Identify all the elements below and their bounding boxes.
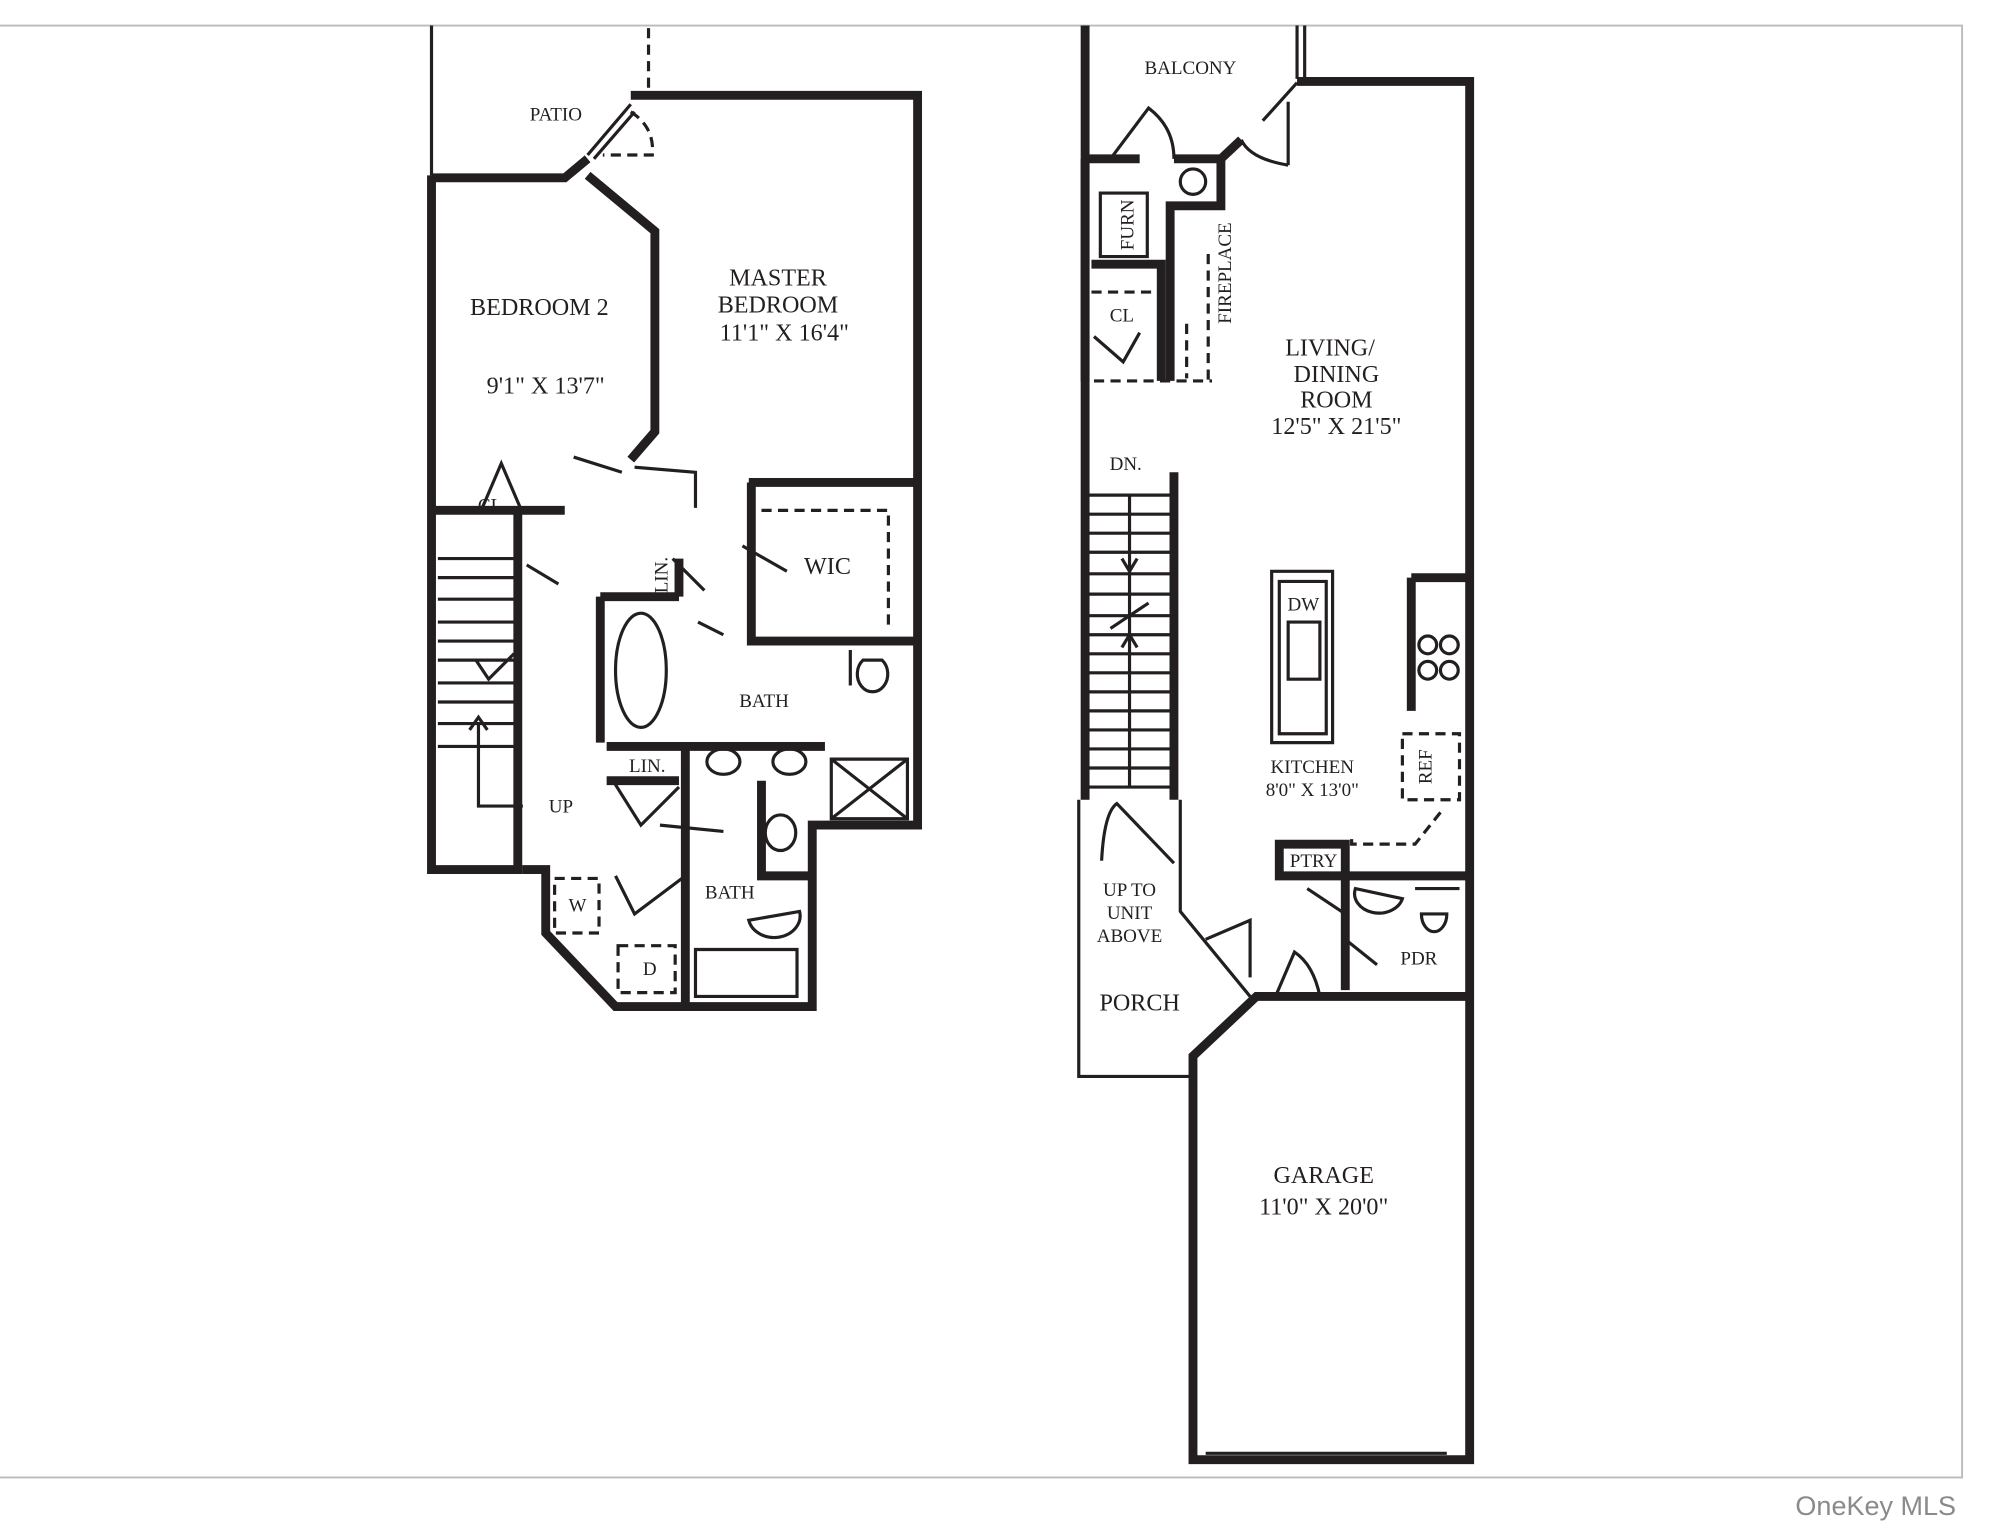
bedroom2-label: BEDROOM 2 — [470, 295, 609, 321]
up-to-unit-label-1: UP TO — [1103, 880, 1156, 901]
up-to-unit-label-3: ABOVE — [1097, 926, 1163, 947]
wic-label: WIC — [804, 554, 851, 580]
porch-label: PORCH — [1099, 990, 1179, 1016]
bath-label-2: BATH — [705, 883, 755, 904]
balcony-label: BALCONY — [1144, 58, 1236, 79]
up-to-unit-label-2: UNIT — [1107, 903, 1153, 924]
garage-label: GARAGE — [1273, 1163, 1373, 1189]
master-bedroom-label-2: BEDROOM — [718, 292, 839, 318]
living-label-2: DINING — [1294, 362, 1380, 388]
linen-label-2: LIN. — [629, 756, 665, 777]
bedroom2-size: 9'1" X 13'7" — [487, 374, 605, 400]
kitchen-label: KITCHEN — [1271, 757, 1355, 778]
kitchen-size: 8'0" X 13'0" — [1266, 780, 1359, 801]
living-label-3: ROOM — [1300, 388, 1372, 414]
watermark: OneKey MLS — [1795, 1491, 1956, 1521]
upper-level-plan — [427, 25, 923, 1012]
dishwasher-label: DW — [1288, 595, 1320, 616]
closet-label: CL. — [478, 496, 507, 517]
bath-label-1: BATH — [739, 691, 789, 712]
living-label-1: LIVING/ — [1285, 336, 1375, 362]
refrigerator-label: REF — [1416, 749, 1437, 784]
page-frame — [0, 24, 1964, 1479]
patio-label: PATIO — [530, 105, 582, 126]
main-level-plan — [1077, 25, 1475, 1465]
furnace-label: FURN — [1117, 199, 1138, 250]
master-bedroom-label-1: MASTER — [729, 266, 828, 292]
stairs-up-label: UP — [549, 796, 573, 817]
pantry-label: PTRY — [1290, 851, 1338, 872]
living-size: 12'5" X 21'5" — [1271, 414, 1401, 440]
closet-label-main: CL — [1110, 305, 1134, 326]
dryer-label: D — [643, 959, 657, 980]
linen-label-1: LIN. — [652, 557, 673, 593]
stairs-down-label: DN. — [1110, 454, 1142, 475]
fireplace-label: FIREPLACE — [1215, 222, 1236, 323]
washer-label: W — [568, 895, 586, 916]
garage-size: 11'0" X 20'0" — [1259, 1195, 1388, 1221]
master-bedroom-size: 11'1" X 16'4" — [720, 320, 849, 346]
powder-room-label: PDR — [1400, 949, 1437, 970]
